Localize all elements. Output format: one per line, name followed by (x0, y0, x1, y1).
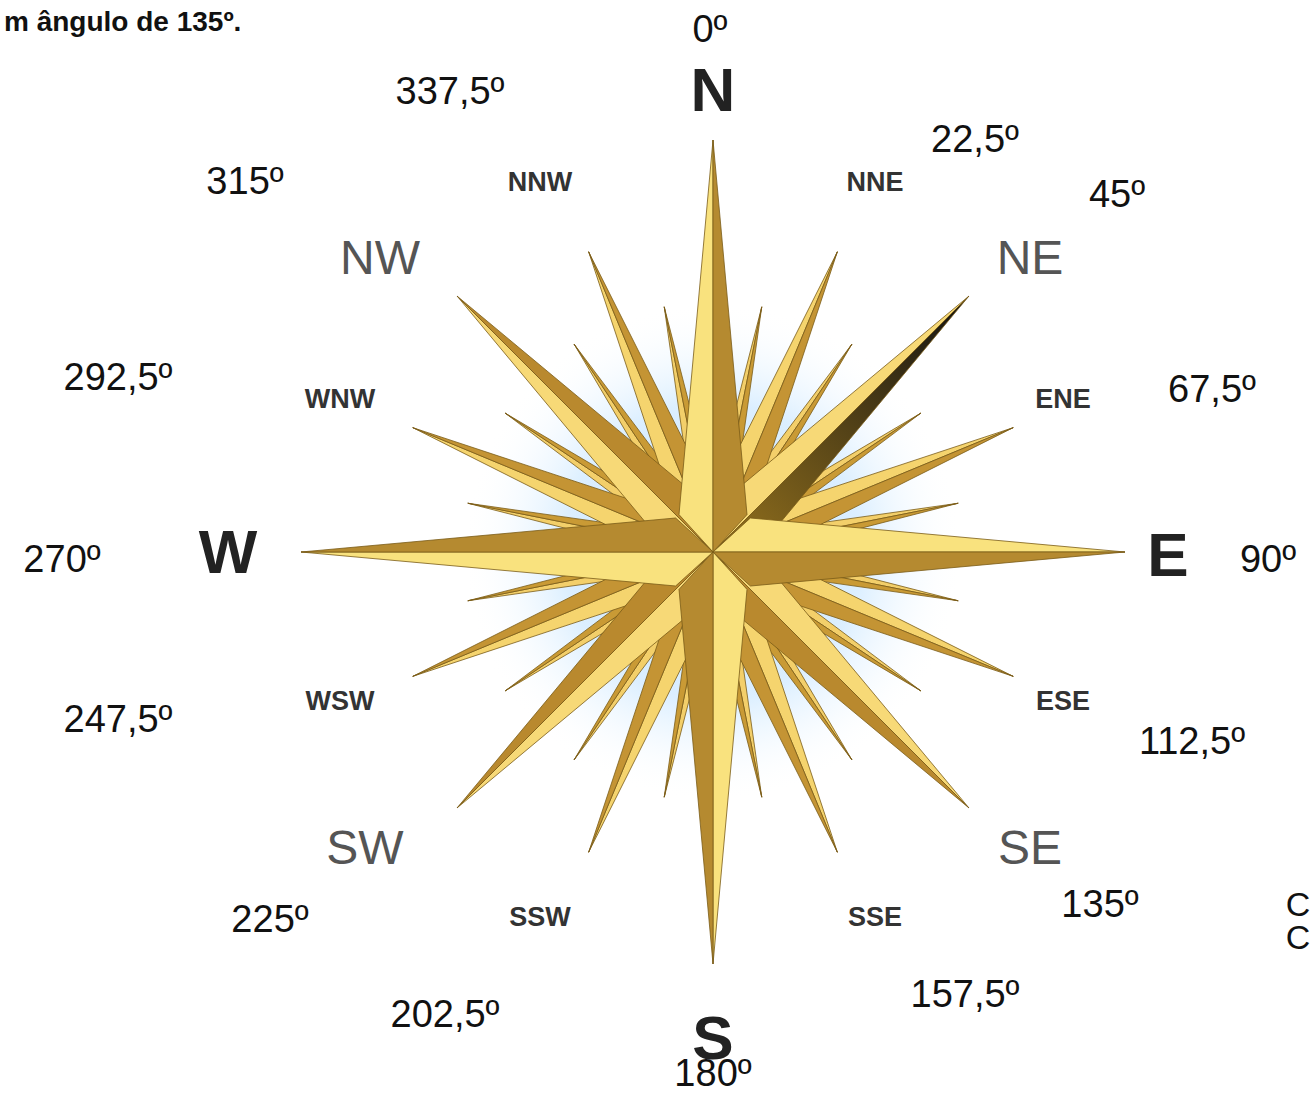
degree-label: 225º (231, 899, 308, 941)
direction-abbrev: WNW (305, 385, 375, 415)
star-point (457, 552, 713, 808)
direction-abbrev: NE (997, 232, 1064, 285)
star-point (457, 552, 713, 808)
star-point (713, 552, 747, 964)
star-point (713, 552, 1125, 586)
star-point (713, 296, 969, 552)
degree-label: 202,5º (391, 994, 500, 1036)
degree-label: 292,5º (64, 357, 173, 399)
degree-label: 67,5º (1168, 369, 1256, 411)
direction-abbrev: SSE (848, 903, 902, 933)
star-point (713, 552, 969, 808)
direction-abbrev: SW (326, 822, 403, 875)
direction-abbrev: NNE (846, 168, 903, 198)
star-point (713, 552, 969, 808)
direction-abbrev: SE (998, 822, 1062, 875)
star-point (301, 552, 713, 586)
direction-abbrev: NNW (508, 168, 572, 198)
degree-label: 315º (206, 161, 283, 203)
degree-label: 270º (23, 539, 100, 581)
heading-fragment: m ângulo de 135º. (4, 7, 241, 38)
degree-label: 45º (1089, 174, 1145, 216)
direction-abbrev: NW (340, 232, 420, 285)
star-point (679, 552, 713, 964)
edge-fragment: C (1286, 919, 1311, 956)
degree-label: 247,5º (64, 699, 173, 741)
degree-label: 157,5º (911, 974, 1020, 1016)
degree-label: 22,5º (931, 119, 1019, 161)
star-point (301, 518, 713, 552)
star-point (713, 296, 969, 552)
degree-label: 90º (1240, 539, 1296, 581)
degree-label: 180º (674, 1053, 751, 1095)
cardinal-letter: N (691, 56, 736, 124)
star-point (713, 140, 747, 552)
star-point (713, 518, 1125, 552)
direction-abbrev: ENE (1035, 385, 1091, 415)
direction-abbrev: WSW (306, 687, 375, 717)
star-point (679, 140, 713, 552)
degree-label: 0º (692, 9, 727, 51)
cardinal-letter: E (1147, 521, 1188, 589)
degree-label: 112,5º (1139, 721, 1245, 763)
direction-abbrev: SSW (509, 903, 571, 933)
star-point (457, 296, 713, 552)
star-point (457, 296, 713, 552)
cardinal-letter: W (199, 518, 258, 586)
degree-label: 337,5º (396, 71, 505, 113)
edge-fragment: C (1286, 886, 1311, 923)
direction-abbrev: ESE (1036, 687, 1090, 717)
degree-label: 135º (1061, 884, 1138, 926)
